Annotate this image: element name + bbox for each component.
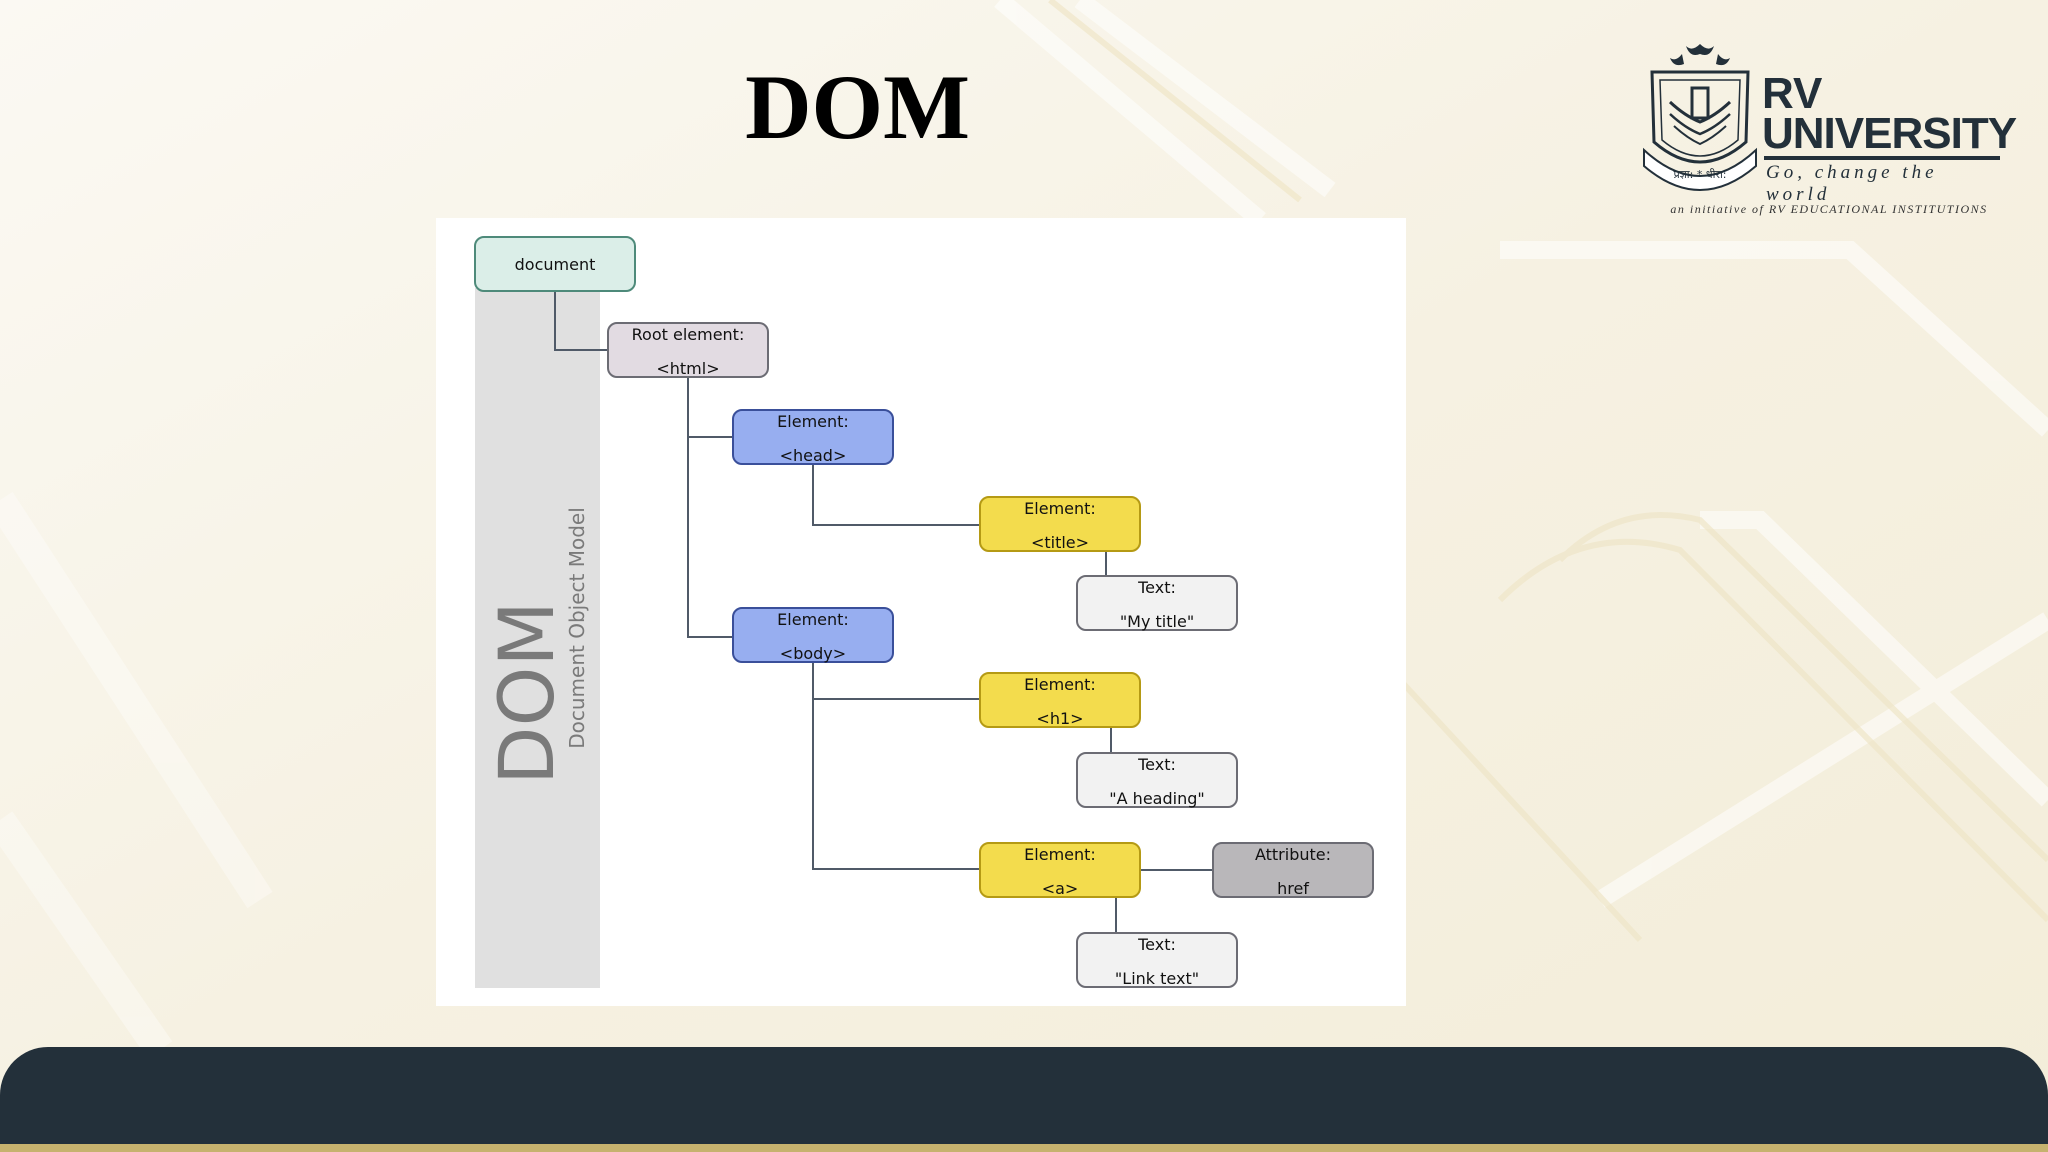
svg-text:document: document <box>515 255 596 274</box>
svg-text:Root element:: Root element: <box>632 325 745 344</box>
side-bar <box>475 288 600 988</box>
seal-motto: प्रज्ञा: * धीरा: <box>1673 168 1726 181</box>
node-element-a: Element: <a> <box>979 842 1141 898</box>
svg-text:"My title": "My title" <box>1120 612 1194 631</box>
side-title: DOM <box>482 601 571 785</box>
node-document: document <box>474 236 636 292</box>
svg-text:<body>: <body> <box>780 644 846 663</box>
logo-name-line2: UNIVERSITY <box>1762 109 2017 158</box>
side-subtitle: Document Object Model <box>565 507 589 749</box>
logo-initiative: an initiative of RV EDUCATIONAL INSTITUT… <box>1670 202 1988 216</box>
svg-text:Text:: Text: <box>1137 578 1176 597</box>
dom-tree-diagram: DOM Document Object Model document Root … <box>436 218 1406 1006</box>
svg-text:href: href <box>1277 879 1309 898</box>
university-seal-icon: प्रज्ञा: * धीरा: <box>1643 44 1757 191</box>
footer-stripe <box>0 1144 2048 1152</box>
tree-connectors <box>554 290 1213 933</box>
svg-text:<html>: <html> <box>656 359 719 378</box>
node-root-html: Root element: <html> <box>607 322 769 378</box>
svg-text:Element:: Element: <box>1024 845 1096 864</box>
node-attribute-href: Attribute: href <box>1212 842 1374 898</box>
svg-text:<title>: <title> <box>1031 533 1089 552</box>
node-element-h1: Element: <h1> <box>979 672 1141 728</box>
svg-text:<head>: <head> <box>780 446 847 465</box>
node-text-a-heading: Text: "A heading" <box>1076 752 1238 808</box>
node-element-head: Element: <head> <box>732 409 894 465</box>
svg-text:Element:: Element: <box>777 610 849 629</box>
svg-text:Element:: Element: <box>1024 499 1096 518</box>
dom-tree-svg: DOM Document Object Model document Root … <box>474 236 1374 988</box>
svg-text:"Link text": "Link text" <box>1115 969 1199 988</box>
rv-university-logo: प्रज्ञा: * धीरा: RV UNIVERSITY Go, chang… <box>1640 32 2017 222</box>
logo-divider <box>1764 156 2000 160</box>
node-text-link-text: Text: "Link text" <box>1076 932 1238 988</box>
node-element-body: Element: <body> <box>732 607 894 663</box>
svg-text:<h1>: <h1> <box>1036 709 1083 728</box>
footer-bar <box>0 1047 2048 1152</box>
node-element-title: Element: <title> <box>979 496 1141 552</box>
slide-title: DOM <box>745 56 970 158</box>
svg-text:Element:: Element: <box>777 412 849 431</box>
svg-text:Attribute:: Attribute: <box>1255 845 1331 864</box>
svg-text:<a>: <a> <box>1042 879 1079 898</box>
svg-text:"A heading": "A heading" <box>1109 789 1204 808</box>
svg-text:Text:: Text: <box>1137 755 1176 774</box>
logo-name-line1: RV <box>1762 69 1823 118</box>
node-text-my-title: Text: "My title" <box>1076 575 1238 631</box>
svg-text:Element:: Element: <box>1024 675 1096 694</box>
logo-tagline: Go, change the world <box>1766 162 1938 205</box>
svg-text:Text:: Text: <box>1137 935 1176 954</box>
